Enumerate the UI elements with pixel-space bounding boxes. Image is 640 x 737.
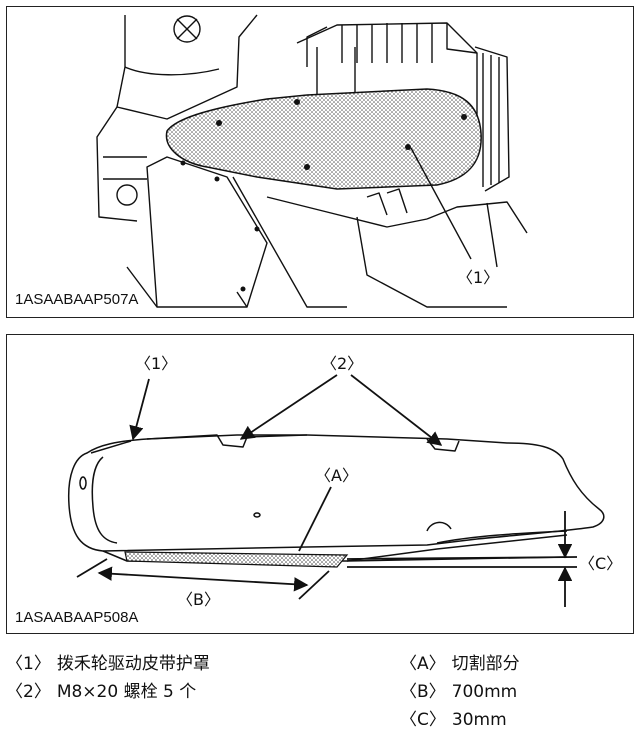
legend-item: 〈C〉30mm [400,706,520,734]
legend-key: 〈C〉 [400,710,446,730]
callout-1-top: 〈1〉 [457,268,499,287]
legend-key: 〈A〉 [400,654,446,674]
legend-right: 〈A〉切割部分 〈B〉700mm 〈C〉30mm [400,650,520,734]
callout-2: 〈2〉 [321,354,363,373]
legend-text: 拨禾轮驱动皮带护罩 [56,654,210,674]
leader-line-1 [410,147,472,260]
figure-code-bottom: 1ASAABAAP508A [15,609,139,626]
callout-1-bottom: 〈1〉 [135,354,177,373]
callout-c: 〈C〉 [579,554,622,573]
cut-region-shape [124,551,349,568]
legend-item: 〈B〉700mm [400,678,520,706]
legend-text: 30mm [451,710,507,730]
legend-text: M8×20 螺栓 5 个 [56,682,197,702]
figure-code-top: 1ASAABAAP507A [15,291,139,308]
belt-cover-installed-illustration: 〈1〉 [96,14,528,308]
figure-bottom: 〈1〉 〈2〉 〈A〉 〈B〉 〈C〉 1ASAABAAP508A [6,334,634,634]
legend-item: 〈A〉切割部分 [400,650,520,678]
belt-cover-shape [165,88,482,190]
callout-b: 〈B〉 [177,590,220,609]
callout-a: 〈A〉 [315,466,358,485]
legend-text: 700mm [451,682,518,702]
legend-key: 〈1〉 [6,654,51,674]
legend-text: 切割部分 [451,654,520,674]
legend-item: 〈2〉M8×20 螺栓 5 个 [6,678,210,706]
figure-top: 〈1〉 1ASAABAAP507A [6,6,634,318]
legend-key: 〈B〉 [400,682,446,702]
belt-cover-cut-diagram: 〈1〉 〈2〉 〈A〉 〈B〉 〈C〉 [67,354,622,609]
legend-item: 〈1〉拨禾轮驱动皮带护罩 [6,650,210,678]
legend-key: 〈2〉 [6,682,51,702]
legend-left: 〈1〉拨禾轮驱动皮带护罩 〈2〉M8×20 螺栓 5 个 [6,650,210,706]
